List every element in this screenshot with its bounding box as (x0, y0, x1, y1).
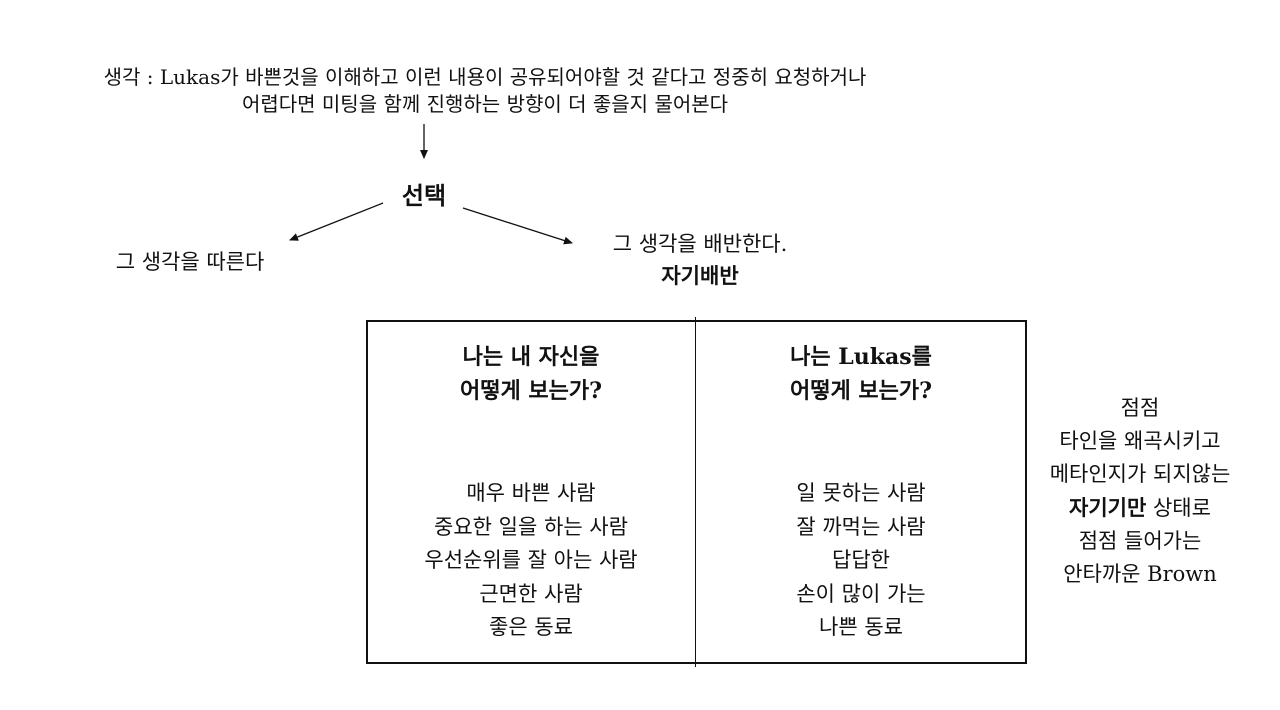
side-note-line-4: 자기기만 상태로 (1030, 491, 1250, 525)
side-note-line-2: 타인을 왜곡시키고 (1059, 429, 1221, 453)
left-item: 근면한 사람 (479, 581, 583, 606)
comparison-divider (695, 317, 696, 667)
arrow-choice-to-follow (289, 202, 384, 241)
left-item: 중요한 일을 하는 사람 (434, 514, 628, 539)
right-heading-line-2: 어떻게 보는가? (790, 378, 932, 404)
choice-label: 선택 (401, 181, 447, 210)
option-betray-text: 그 생각을 배반한다. (612, 232, 788, 256)
side-note-line-6: 안타까운 Brown (1063, 562, 1217, 586)
thought-line-1: 생각 : Lukas가 바쁜것을 이해하고 이런 내용이 공유되어야할 것 같다… (103, 65, 867, 89)
right-item: 일 못하는 사람 (796, 481, 926, 505)
side-note-line-3: 메타인지가 되지않는 (1049, 462, 1231, 486)
side-note-bold-term: 자기기만 (1069, 495, 1147, 520)
side-note-line-5: 점점 들어가는 (1078, 529, 1202, 553)
right-item: 나쁜 동료 (819, 615, 903, 639)
option-betray-label: 자기배반 (661, 263, 739, 288)
option-betray: 그 생각을 배반한다. 자기배반 (560, 228, 840, 292)
left-column-heading: 나는 내 자신을 어떻게 보는가? (368, 340, 694, 408)
side-note-line-1: 점점 (1120, 396, 1160, 420)
left-heading-line-1: 나는 내 자신을 (462, 344, 600, 370)
right-heading-line-1: 나는 Lukas를 (790, 344, 932, 370)
left-item: 매우 바쁜 사람 (466, 481, 596, 505)
option-follow: 그 생각을 따른다 (115, 250, 265, 274)
left-heading-line-2: 어떻게 보는가? (460, 378, 602, 404)
side-note-line-4-rest: 상태로 (1146, 496, 1211, 520)
left-item: 우선순위를 잘 아는 사람 (424, 548, 638, 572)
left-item: 좋은 동료 (489, 615, 573, 639)
right-item: 손이 많이 가는 (796, 581, 926, 606)
right-column-list: 일 못하는 사람 잘 까먹는 사람 답답한 손이 많이 가는 나쁜 동료 (697, 477, 1025, 645)
comparison-box (366, 320, 1027, 664)
arrow-choice-to-betray (462, 207, 573, 245)
thought-line-2: 어렵다면 미팅을 함께 진행하는 방향이 더 좋을지 물어본다 (241, 92, 729, 116)
thought-text: 생각 : Lukas가 바쁜것을 이해하고 이런 내용이 공유되어야할 것 같다… (40, 64, 930, 118)
side-note: 점점 타인을 왜곡시키고 메타인지가 되지않는 자기기만 상태로 점점 들어가는… (1030, 392, 1250, 591)
right-column-heading: 나는 Lukas를 어떻게 보는가? (697, 340, 1025, 408)
left-column-list: 매우 바쁜 사람 중요한 일을 하는 사람 우선순위를 잘 아는 사람 근면한 … (368, 477, 694, 645)
right-item: 답답한 (832, 548, 890, 572)
right-item: 잘 까먹는 사람 (796, 514, 926, 539)
